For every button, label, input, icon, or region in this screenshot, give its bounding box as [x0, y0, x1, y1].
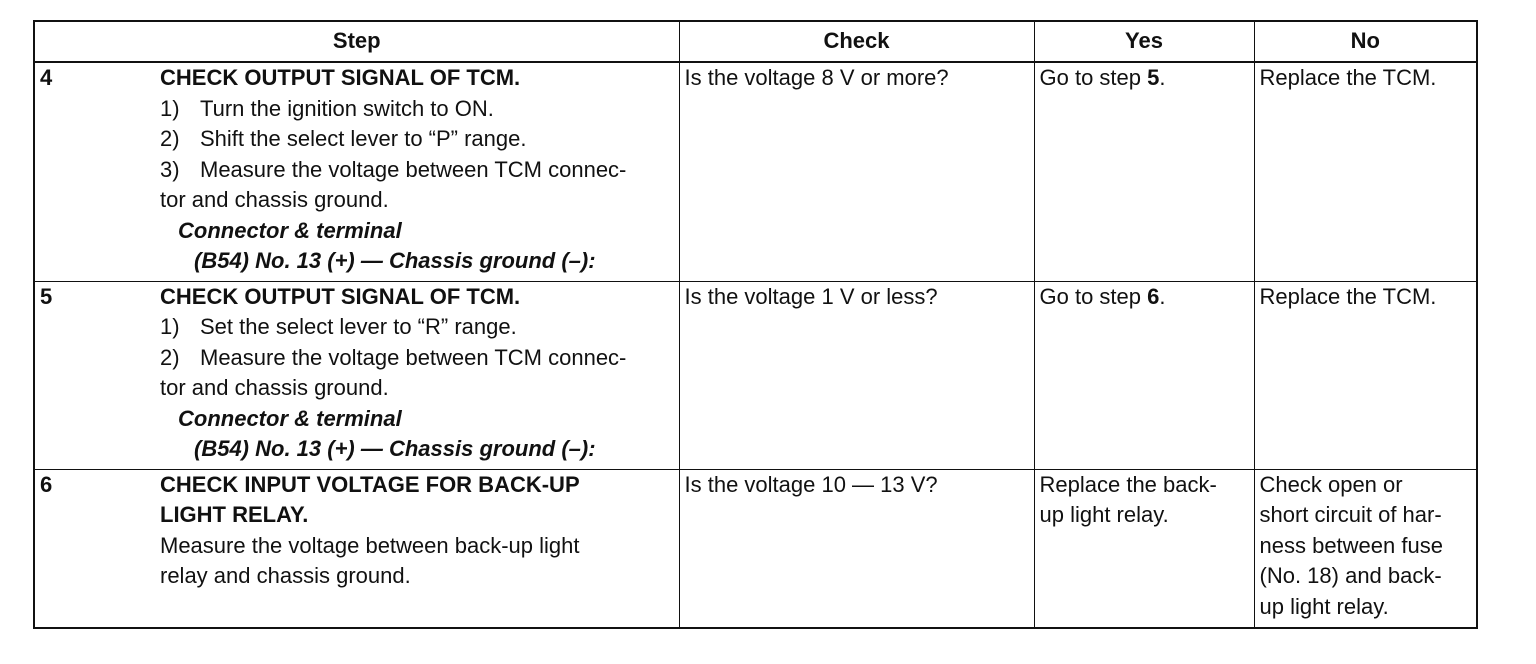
check-text: Is the voltage 1 V or less? [684, 283, 938, 309]
no-text-continuation: ness between fuse [1259, 532, 1443, 558]
step-title-continuation: LIGHT RELAY. [160, 502, 309, 527]
instruction-index: 2) [160, 344, 180, 370]
instruction-text: Shift the select lever to “P” range. [200, 126, 527, 151]
yes-cell: Replace the back- up light relay. [1033, 468, 1255, 629]
step-body: CHECK OUTPUT SIGNAL OF TCM. 1) Turn the i… [160, 63, 678, 277]
no-text: Replace the TCM. [1259, 283, 1437, 309]
instruction-index: 1) [160, 95, 180, 121]
table-row: 6 CHECK INPUT VOLTAGE FOR BACK-UP LIGHT … [33, 468, 1478, 629]
no-cell: Replace the TCM. [1253, 61, 1478, 282]
check-cell: Is the voltage 10 — 13 V? [678, 468, 1035, 629]
instruction-continuation: tor and chassis ground. [160, 187, 389, 212]
yes-text-continuation: up light relay. [1039, 502, 1169, 527]
step-title: CHECK INPUT VOLTAGE FOR BACK-UP [160, 471, 580, 497]
instruction-text: Measure the voltage between TCM connec- [200, 156, 627, 182]
yes-cell: Go to step 5. [1033, 61, 1255, 282]
step-body: CHECK INPUT VOLTAGE FOR BACK-UP LIGHT RE… [160, 470, 678, 592]
header-row: Step Check Yes No [33, 20, 1478, 63]
diagnostic-table: Step Check Yes No 4 CHECK OUTPUT SIGNAL … [33, 20, 1478, 629]
connector-label: Connector & terminal [178, 405, 402, 431]
step-description-continuation: relay and chassis ground. [160, 563, 411, 588]
no-text-continuation: up light relay. [1259, 593, 1389, 619]
header-no: No [1253, 20, 1478, 63]
yes-text: Go to step [1039, 65, 1148, 90]
header-check: Check [678, 20, 1035, 63]
step-title: CHECK OUTPUT SIGNAL OF TCM. [160, 65, 521, 90]
step-instruction: 2) Measure the voltage between TCM connec… [160, 343, 675, 374]
connector-value: (B54) No. 13 (+) — Chassis ground (–): [194, 248, 596, 273]
no-cell: Check open or short circuit of har- ness… [1253, 468, 1478, 629]
no-text: Replace the TCM. [1259, 65, 1437, 90]
instruction-text: Measure the voltage between TCM connec- [200, 344, 627, 370]
instruction-index: 1) [160, 314, 180, 339]
check-text: Is the voltage 8 V or more? [684, 65, 949, 90]
instruction-text: Turn the ignition switch to ON. [200, 95, 494, 121]
instruction-index: 3) [160, 156, 180, 182]
yes-cell: Go to step 6. [1033, 280, 1255, 470]
step-instruction: 1) Set the select lever to “R” range. [160, 312, 675, 343]
step-instruction: 3) Measure the voltage between TCM connec… [160, 155, 675, 186]
step-instruction: 2) Shift the select lever to “P” range. [160, 124, 675, 155]
step-number: 5 [40, 283, 53, 309]
connector-label: Connector & terminal [178, 217, 402, 243]
step-instruction: 1) Turn the ignition switch to ON. [160, 94, 675, 125]
yes-text: Go to step [1039, 283, 1148, 309]
step-number: 4 [40, 65, 53, 90]
no-text-continuation: (No. 18) and back- [1259, 563, 1442, 588]
header-yes: Yes [1033, 20, 1255, 63]
instruction-continuation: tor and chassis ground. [160, 375, 389, 400]
step-cell: 5 CHECK OUTPUT SIGNAL OF TCM. 1) Set the … [33, 280, 680, 470]
no-cell: Replace the TCM. [1253, 280, 1478, 470]
check-cell: Is the voltage 1 V or less? [678, 280, 1035, 470]
check-text: Is the voltage 10 — 13 V? [684, 471, 938, 497]
table-row: 4 CHECK OUTPUT SIGNAL OF TCM. 1) Turn the… [33, 61, 1478, 282]
yes-text: Replace the back- [1039, 471, 1217, 497]
instruction-index: 2) [160, 126, 180, 151]
step-cell: 6 CHECK INPUT VOLTAGE FOR BACK-UP LIGHT … [33, 468, 680, 629]
yes-suffix: . [1159, 65, 1166, 90]
step-description: Measure the voltage between back-up ligh… [160, 532, 580, 558]
table-row: 5 CHECK OUTPUT SIGNAL OF TCM. 1) Set the … [33, 280, 1478, 470]
step-cell: 4 CHECK OUTPUT SIGNAL OF TCM. 1) Turn the… [33, 61, 680, 282]
step-title: CHECK OUTPUT SIGNAL OF TCM. [160, 283, 521, 309]
yes-suffix: . [1159, 283, 1166, 309]
yes-step-ref: 5 [1147, 65, 1160, 90]
step-body: CHECK OUTPUT SIGNAL OF TCM. 1) Set the se… [160, 282, 678, 465]
step-number: 6 [40, 471, 53, 497]
header-step: Step [33, 20, 680, 63]
connector-value: (B54) No. 13 (+) — Chassis ground (–): [194, 436, 596, 461]
no-text-continuation: short circuit of har- [1259, 502, 1442, 527]
no-text: Check open or [1259, 471, 1403, 497]
check-cell: Is the voltage 8 V or more? [678, 61, 1035, 282]
instruction-text: Set the select lever to “R” range. [200, 314, 517, 339]
yes-step-ref: 6 [1147, 283, 1160, 309]
